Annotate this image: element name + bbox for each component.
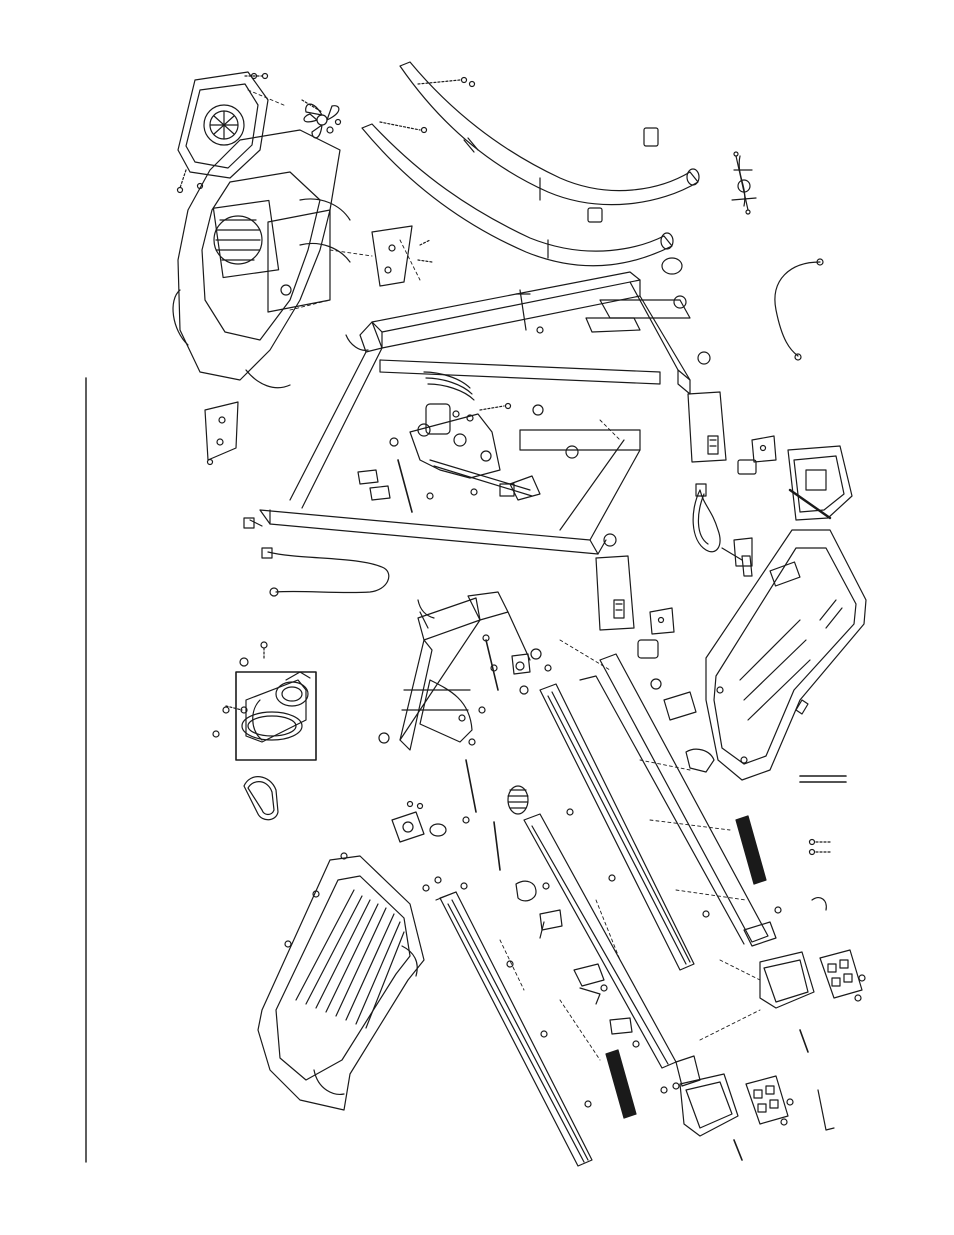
upright-sleeves [596,392,726,630]
bracket-pieces [638,436,776,658]
base-frame [379,592,530,750]
rear-endcap-right [760,950,865,1008]
motor-hood [706,530,866,780]
incline-motor [410,404,540,501]
hex-key [818,1090,834,1130]
base-bolts [420,612,551,812]
incline-parts [358,290,543,512]
console-bracket [372,226,432,286]
wire-harness-top [732,152,756,214]
controller-board [788,446,852,520]
upright-frame [260,272,690,554]
wire-harness [346,335,474,400]
rear-endcap-left [680,1074,793,1136]
cable-clip [244,518,389,596]
frame-rail-right [580,654,776,1086]
lower-console-bracket [205,402,238,465]
handrail-upright [362,62,699,266]
ground-cable [775,259,823,360]
front-roller [494,786,528,870]
drive-belt [244,777,278,820]
fan-blade [302,100,341,138]
motor-mount-plate [392,802,469,843]
side-rail-right [436,892,592,1166]
motor-screws [213,642,267,737]
drive-motor-inset [226,672,316,760]
side-rail-left [524,684,694,1068]
console-back-panel [178,72,268,178]
mid-deck-parts [507,809,615,1107]
leader-lines [248,90,760,1060]
power-cord [693,484,752,576]
screws-handrail [380,78,478,153]
motor-hood-cover [258,856,424,1110]
console-housing [173,130,350,388]
